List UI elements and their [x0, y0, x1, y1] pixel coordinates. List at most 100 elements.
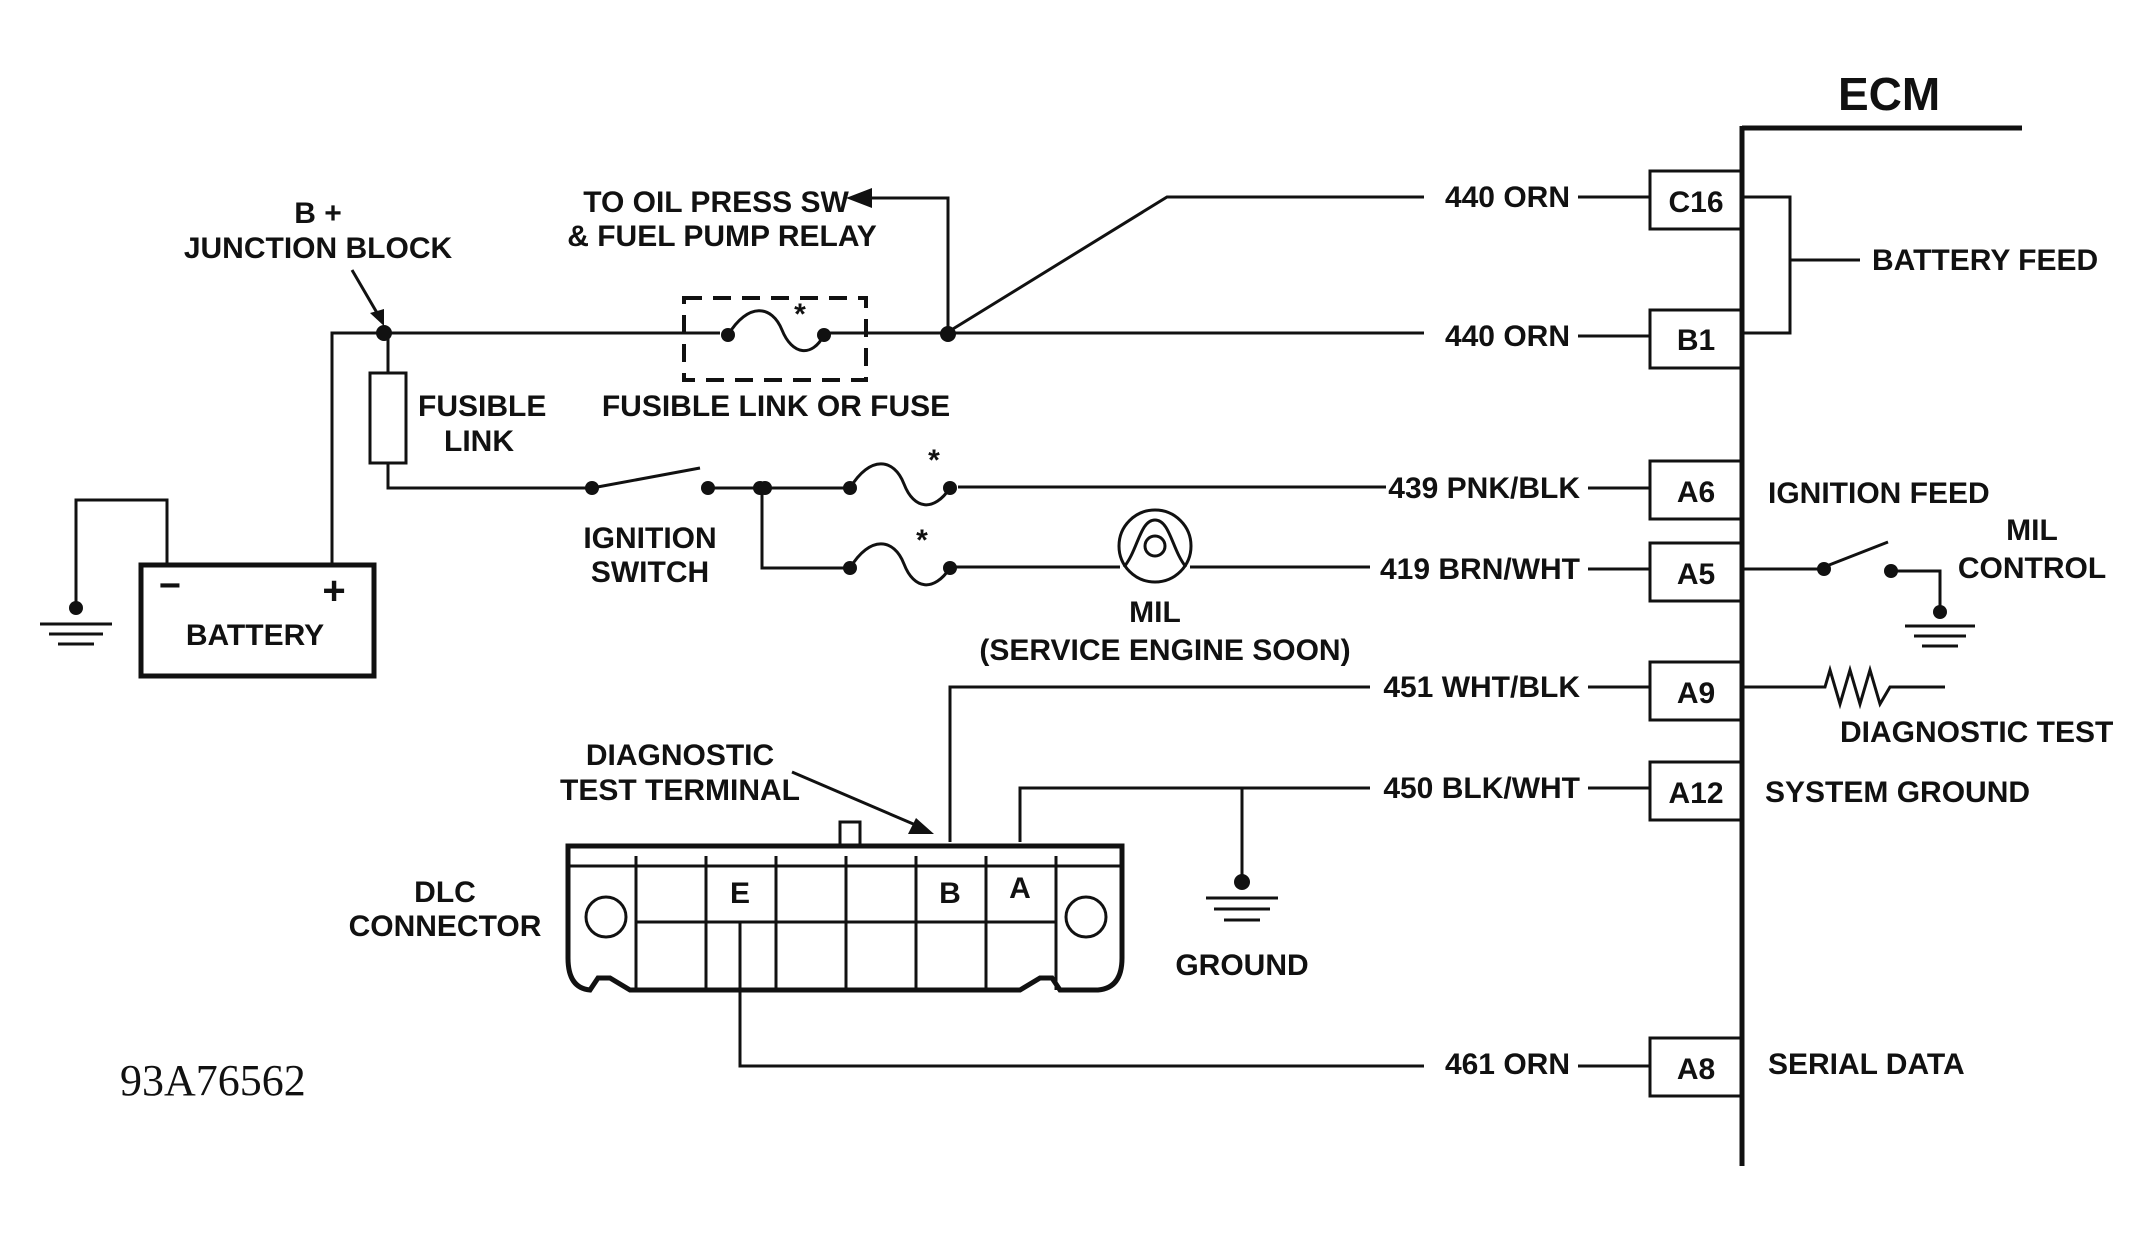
wire-c16-left [947, 195, 1424, 334]
mil-control-label-1: MIL [2006, 514, 2058, 547]
junction-block-label-1: B + [294, 197, 342, 230]
ecm-block: ECM [1739, 68, 2022, 1166]
mil-control-ground-dot [1933, 605, 1947, 619]
oil-press-label-2: & FUEL PUMP RELAY [567, 220, 877, 253]
fusible-link-or-fuse: * FUSIBLE LINK OR FUSE [602, 296, 950, 423]
ground-dot [1234, 874, 1250, 890]
oil-press-arrowhead [846, 188, 872, 208]
figure-code: 93A76562 [120, 1056, 306, 1105]
mil-label-1: MIL [1129, 596, 1181, 629]
fuse-b1-star: * [794, 298, 806, 331]
battery-negative-wire [74, 498, 169, 608]
pin-a12: A12 [1648, 760, 1744, 822]
mil-label-2: (SERVICE ENGINE SOON) [979, 634, 1350, 667]
wire-label-a6: 439 PNK/BLK [1388, 472, 1580, 505]
wire-label-a8: 461 ORN [1445, 1048, 1570, 1081]
fusible-link-or-fuse-label: FUSIBLE LINK OR FUSE [602, 390, 950, 423]
wire-label-b1: 440 ORN [1445, 320, 1570, 353]
wire-label-a12: 450 BLK/WHT [1383, 772, 1580, 805]
dlc-key [838, 820, 862, 848]
wire-labels: 440 ORN 440 ORN 439 PNK/BLK 419 BRN/WHT … [1380, 181, 1580, 1081]
mil-lamp-center [1143, 534, 1167, 558]
battery-positive-sign: + [322, 569, 345, 613]
dlc-label-1: DLC [414, 876, 476, 909]
ignition-branch-wire [760, 488, 848, 570]
wire-label-a5: 419 BRN/WHT [1380, 553, 1580, 586]
junction-block-dot [376, 325, 392, 341]
wire-a8-left [738, 922, 1424, 1068]
oil-press-wire [870, 196, 950, 334]
pin-a9-label: A9 [1677, 677, 1715, 710]
dlc-mount-hole-left [584, 895, 628, 939]
mil-control-ground-wire [1891, 569, 1942, 612]
pin-b1: B1 [1648, 308, 1744, 370]
mil-control-label-2: CONTROL [1958, 552, 2106, 585]
pin-c16: C16 [1648, 169, 1744, 231]
fuse-a5-dot-right [943, 561, 957, 575]
dlc-pin-a: A [1009, 872, 1031, 905]
fusible-link-body [368, 371, 408, 465]
wires [384, 195, 1650, 1068]
pin-a5: A5 [1648, 541, 1744, 603]
ecm-title: ECM [1838, 68, 1940, 120]
ignition-feed-label: IGNITION FEED [1768, 477, 1990, 510]
mil-lamp-body [1117, 508, 1193, 584]
pin-a6: A6 [1648, 459, 1744, 521]
ignition-circuit: IGNITION SWITCH * * [583, 444, 957, 589]
fuse-a6-element [848, 462, 952, 507]
diagnostic-terminal-arrowhead [908, 818, 934, 834]
diagnostic-terminal-pointer [791, 770, 919, 828]
junction-block-label-2: JUNCTION BLOCK [184, 232, 453, 265]
battery-label: BATTERY [186, 619, 324, 652]
diagnostic-test-resistor [1742, 664, 1945, 710]
ignition-switch-label-2: SWITCH [591, 556, 709, 589]
fuse-b1-dot-right [817, 328, 831, 342]
dlc-housing [565, 843, 1125, 993]
dlc-connector: DLC CONNECTOR E B A [349, 820, 1125, 993]
fuse-dashed-box [682, 296, 868, 382]
diagnostic-terminal-callout: DIAGNOSTIC TEST TERMINAL [560, 739, 934, 834]
battery-feed-label: BATTERY FEED [1872, 244, 2098, 277]
battery-feed-bracket [1742, 195, 1792, 335]
ignition-splice-2 [758, 481, 772, 495]
pin-a8-label: A8 [1677, 1053, 1715, 1086]
diagnostic-test-label: DIAGNOSTIC TEST [1840, 716, 2113, 749]
oil-press-feed: TO OIL PRESS SW & FUEL PUMP RELAY [567, 186, 956, 342]
wire-label-a9: 451 WHT/BLK [1383, 671, 1580, 704]
dlc-mount-hole-right [1064, 895, 1108, 939]
dlc-pin-b: B [939, 877, 961, 910]
mil-control-switch-blade [1823, 540, 1889, 569]
dlc-label-2: CONNECTOR [349, 910, 542, 943]
system-ground-label: SYSTEM GROUND [1765, 776, 2030, 809]
pin-a6-label: A6 [1677, 476, 1715, 509]
wire-a12-left [1018, 786, 1370, 842]
dlc-pin-e: E [730, 877, 750, 910]
diagnostic-terminal-label-1: DIAGNOSTIC [586, 739, 774, 772]
pin-a12-label: A12 [1668, 777, 1723, 810]
diagnostic-terminal-label-2: TEST TERMINAL [560, 774, 800, 807]
battery-ground-dot [69, 601, 83, 615]
wire-a9-left [948, 685, 1370, 842]
pin-c16-label: C16 [1668, 186, 1723, 219]
fusible-link-bottom-lead [386, 463, 590, 490]
pin-b1-label: B1 [1677, 324, 1715, 357]
battery [138, 562, 377, 679]
ignition-switch-blade [591, 466, 701, 490]
junction-block-arrowhead [370, 309, 384, 326]
ignition-switch-label-1: IGNITION [583, 522, 716, 555]
ground-label: GROUND [1175, 949, 1308, 982]
wire-label-c16: 440 ORN [1445, 181, 1570, 214]
fusible-link-label-1: FUSIBLE [418, 390, 546, 423]
battery-negative-sign: − [159, 565, 181, 607]
mil-lamp: MIL (SERVICE ENGINE SOON) [979, 508, 1351, 667]
fuse-a6-dot-right [943, 481, 957, 495]
pin-a8: A8 [1648, 1036, 1744, 1098]
battery-positive-wire [330, 331, 384, 565]
battery-section: BATTERY − + B + JUNCTION BLOCK [40, 197, 453, 679]
fuse-a6-star: * [928, 444, 940, 477]
junction-block-pointer [350, 269, 382, 319]
fusible-link-label-2: LINK [444, 425, 514, 458]
fusible-link: FUSIBLE LINK [368, 333, 590, 490]
fuse-b1-element [726, 309, 826, 353]
